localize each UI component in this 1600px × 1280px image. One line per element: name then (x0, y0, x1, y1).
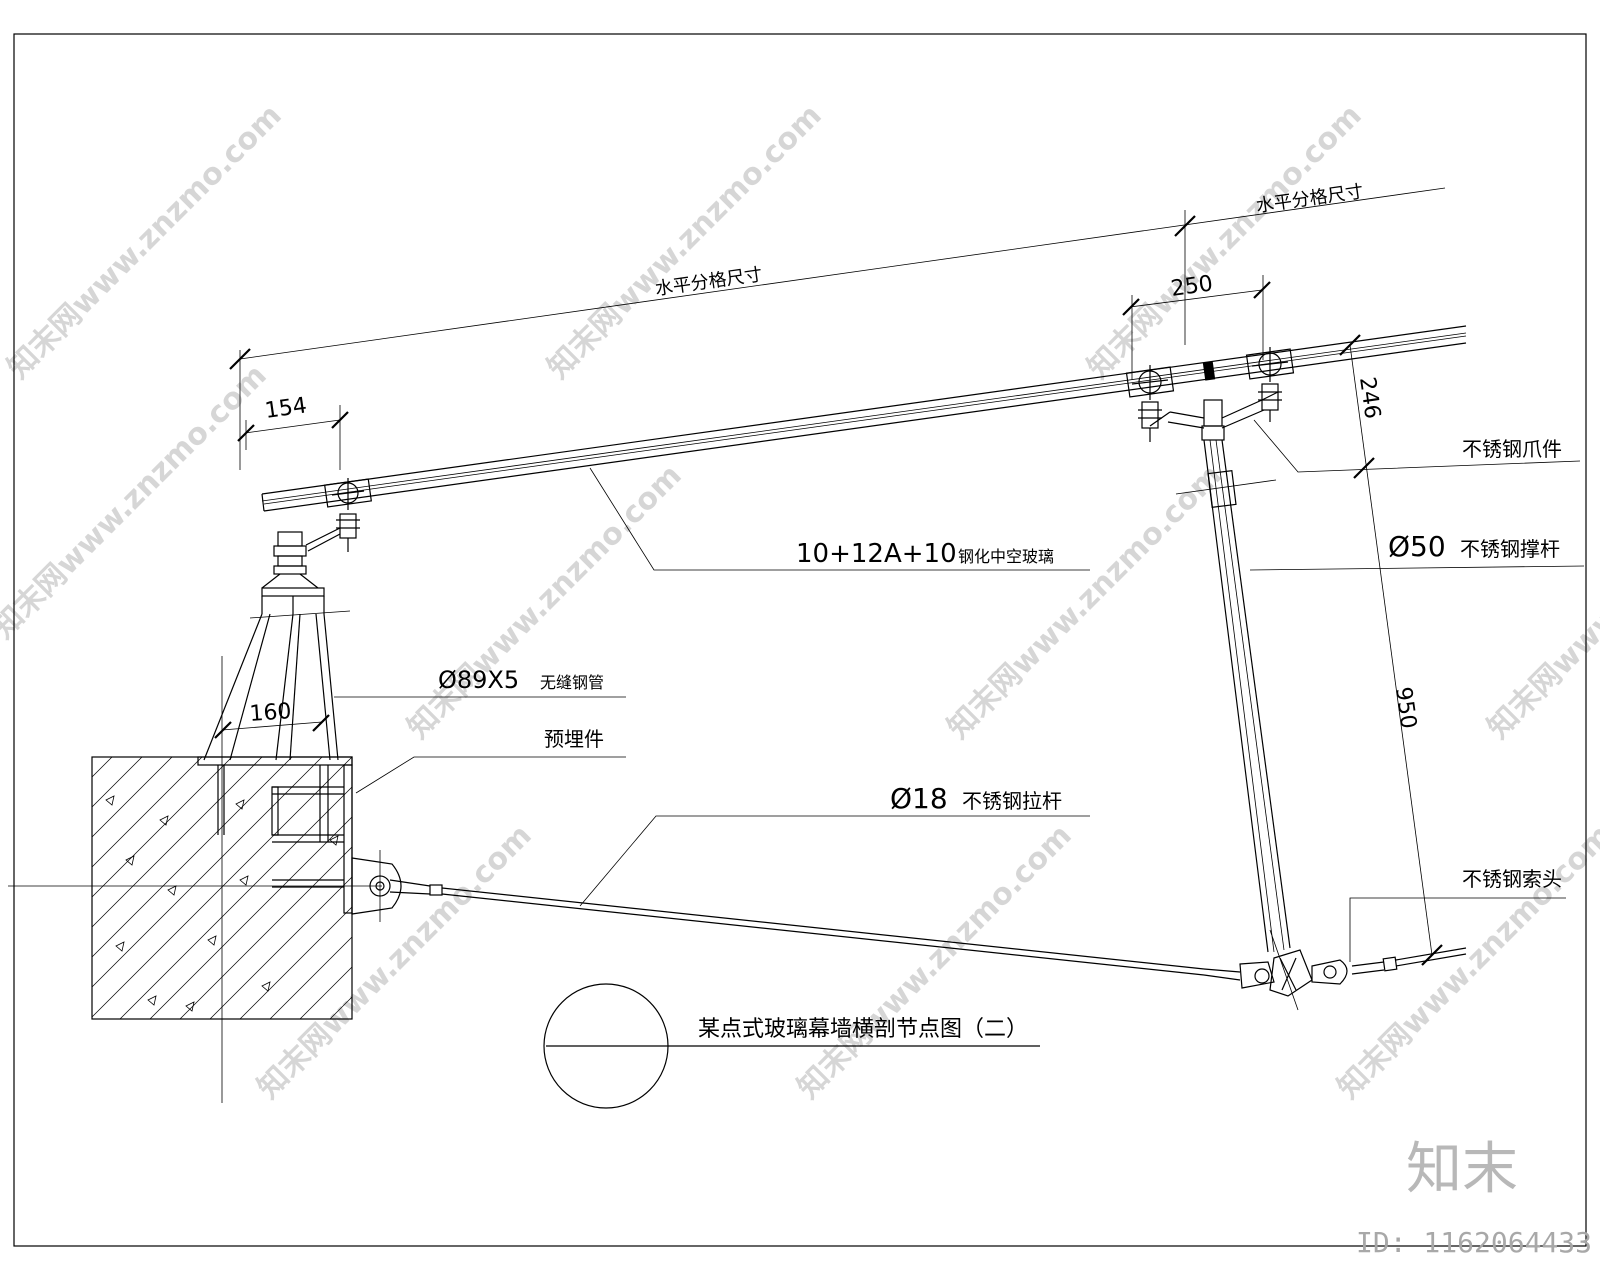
dimension-160 (214, 714, 330, 739)
leader-rod (579, 815, 1090, 907)
watermark-text: 知末网www.znzmo.com (251, 818, 539, 1106)
embedded-plate (197, 756, 353, 914)
dimension-grid-line (229, 187, 1446, 470)
leader-claw (1253, 419, 1581, 473)
label-rod-type: 不锈钢拉杆 (962, 789, 1062, 813)
dimension-950-value: 950 (1390, 685, 1421, 730)
drawing-title: 某点式玻璃幕墙横剖节点图（二） (698, 1017, 1028, 1042)
steel-pipe-left (203, 587, 351, 761)
label-claw: 不锈钢爪件 (1462, 437, 1562, 461)
watermark-text: 知末网www.znzmo.com (1331, 818, 1600, 1106)
leader-embed (355, 756, 626, 794)
label-glass-type: 钢化中空玻璃 (958, 547, 1054, 566)
glass-panel (261, 325, 1467, 512)
leader-glass (589, 467, 1090, 571)
watermark-text: 知末网www.znzmo.com (541, 98, 829, 386)
dimension-154-value: 154 (263, 393, 308, 424)
spider-fitting-left (305, 478, 372, 552)
watermark-text: 知末网www.znzmo.com (1481, 458, 1600, 746)
watermark-text: 知末网www.znzmo.com (941, 458, 1229, 746)
support-head-left (261, 531, 319, 589)
label-strut-spec: Ø50 (1388, 530, 1446, 563)
brand-logo: 知末 (1406, 1137, 1518, 1202)
watermark-text: 知末网www.znzmo.com (791, 818, 1079, 1106)
watermark-text: 知末网www.znzmo.com (1, 98, 289, 386)
tension-rod (441, 887, 1205, 976)
dimension-vertical (1339, 334, 1443, 966)
watermark-layer: 知末网www.znzmo.com 知末网www.znzmo.com 知末网www… (0, 98, 1600, 1106)
drawing-frame (13, 33, 1587, 1247)
label-pipe-spec: Ø89X5 (438, 666, 519, 694)
label-rod-spec: Ø18 (890, 782, 948, 815)
watermark-text: 知末网www.znzmo.com (1081, 98, 1369, 386)
dimension-160-value: 160 (249, 699, 293, 727)
dimension-250 (1122, 275, 1271, 380)
concrete-block (91, 756, 353, 1020)
spider-fitting-right-a (1125, 365, 1175, 442)
watermark-text: 知末网www.znzmo.com (401, 458, 689, 746)
leader-strut (1249, 565, 1585, 571)
image-id: ID: 1162064433 (1356, 1226, 1592, 1259)
rod-anchor-left (351, 850, 443, 922)
label-glass-spec: 10+12A+10 (796, 539, 957, 569)
dimension-154 (237, 405, 349, 470)
label-strut-type: 不锈钢撑杆 (1460, 537, 1560, 561)
dimension-250-value: 250 (1169, 271, 1214, 302)
label-embed: 预埋件 (544, 727, 604, 751)
watermark-text: 知末网www.znzmo.com (0, 358, 274, 646)
strut-bottom-node (1203, 929, 1467, 1011)
spider-fitting-right-b (1245, 347, 1295, 422)
glass-joint-seal (1202, 361, 1216, 381)
title-symbol (543, 983, 1040, 1109)
strut-right (1149, 391, 1291, 953)
label-pipe-type: 无缝钢管 (540, 673, 604, 692)
dimension-246-value: 246 (1354, 375, 1385, 420)
label-cable-head: 不锈钢索头 (1462, 867, 1562, 891)
leader-cable-head (1349, 897, 1566, 962)
